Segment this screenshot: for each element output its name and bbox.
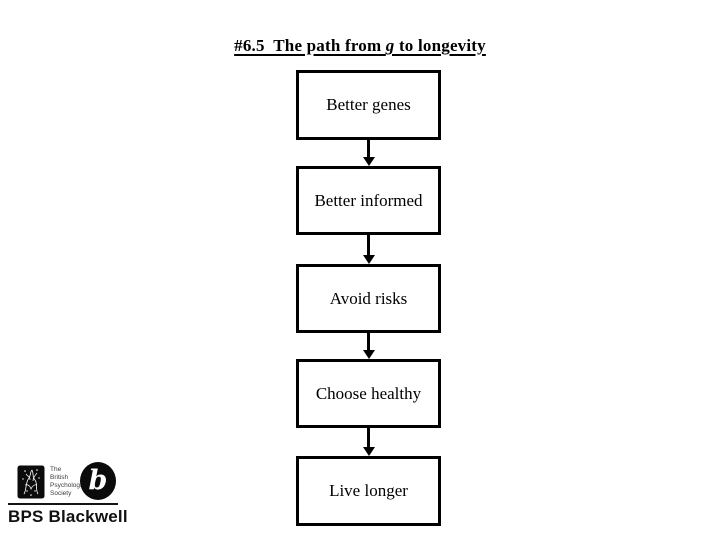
flow-box-live-longer: Live longer — [296, 456, 441, 526]
arrow-head-icon — [362, 157, 375, 166]
arrow-stem — [367, 140, 370, 157]
flow-box-avoid-risks: Avoid risks — [296, 264, 441, 333]
flow-arrow-down-4 — [362, 428, 375, 456]
flow-box-choose-healthy: Choose healthy — [296, 359, 441, 428]
title-italic-g: g — [385, 36, 395, 55]
flow-box-better-informed: Better informed — [296, 166, 441, 235]
bps-blackwell-logo: The British Psychological Society b BPS … — [8, 460, 128, 530]
flow-arrow-down-1 — [362, 140, 375, 166]
flow-arrow-down-2 — [362, 235, 375, 264]
bps-society-emblem-icon — [17, 465, 45, 499]
brand-wordmark: BPS Blackwell — [8, 507, 128, 526]
title-text-suffix: to longevity — [394, 36, 486, 55]
flow-arrow-down-3 — [362, 333, 375, 359]
blackwell-b-glyph: b — [88, 464, 108, 496]
arrow-head-icon — [362, 255, 375, 264]
arrow-head-icon — [362, 350, 375, 359]
arrow-stem — [367, 235, 370, 255]
flow-box-better-genes: Better genes — [296, 70, 441, 140]
arrow-head-icon — [362, 447, 375, 456]
arrow-stem — [367, 333, 370, 350]
slide-title: #6.5 The path from g to longevity — [0, 36, 720, 56]
society-name-text: The British Psychological Society — [50, 466, 90, 497]
arrow-stem — [367, 428, 370, 447]
blackwell-b-icon: b — [80, 462, 116, 500]
title-text-prefix: #6.5 The path from — [234, 36, 386, 55]
logo-divider — [8, 503, 118, 505]
